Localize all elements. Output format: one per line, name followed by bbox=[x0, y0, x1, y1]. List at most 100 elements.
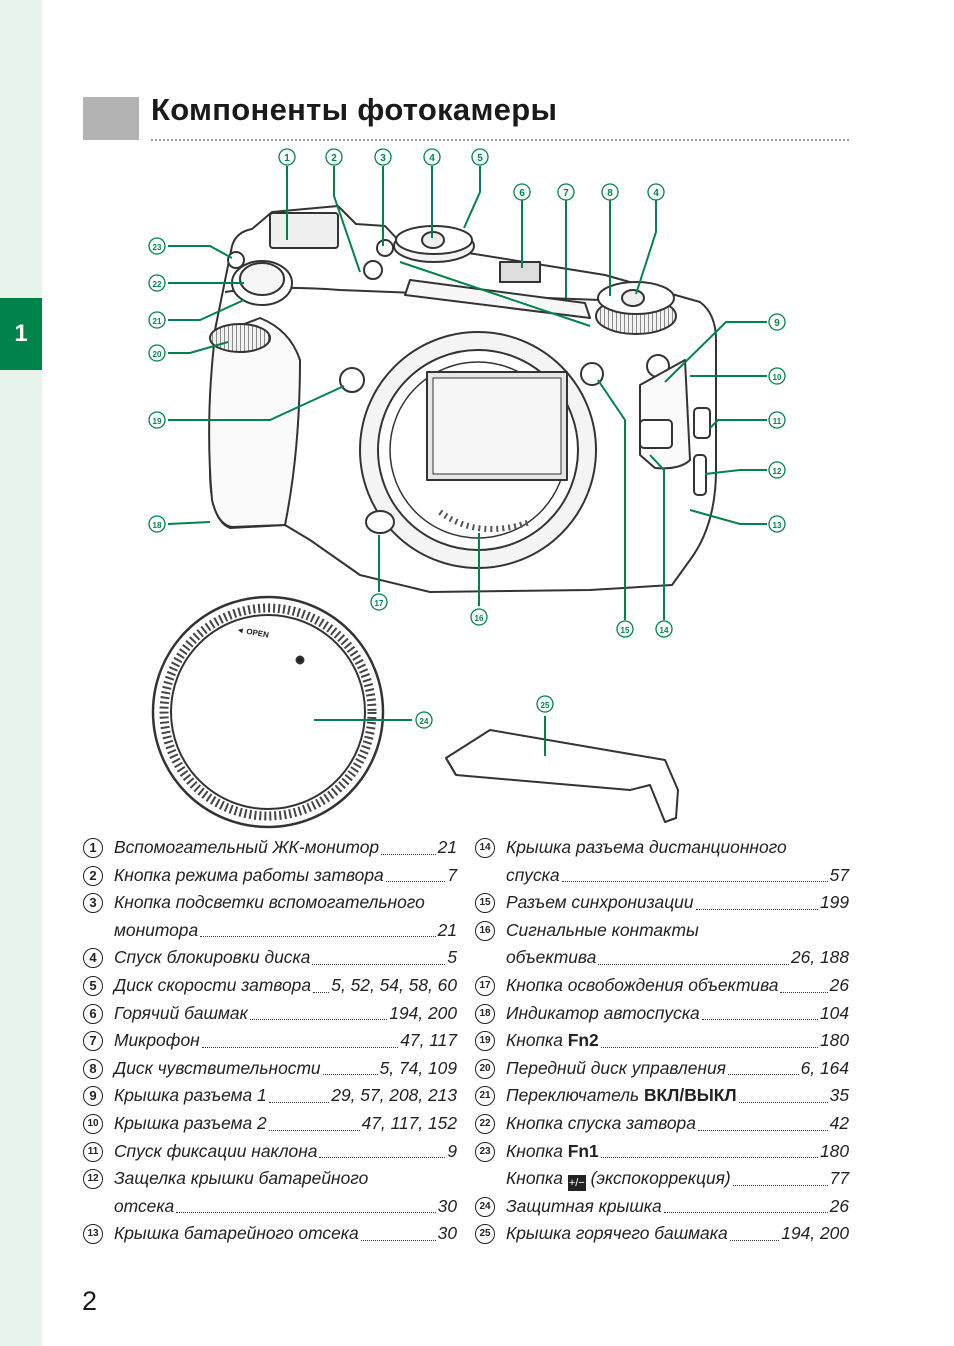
item-number: 13 bbox=[83, 1224, 103, 1245]
item-number: 10 bbox=[83, 1113, 103, 1134]
callout-12: 12 bbox=[768, 461, 786, 479]
svg-text:5: 5 bbox=[477, 153, 483, 164]
callout-8: 8 bbox=[601, 183, 619, 201]
svg-text:4: 4 bbox=[429, 153, 435, 164]
svg-text:24: 24 bbox=[420, 717, 429, 726]
svg-text:19: 19 bbox=[153, 417, 162, 426]
item-number: 22 bbox=[475, 1113, 495, 1134]
callout-14: 14 bbox=[655, 620, 673, 638]
grip bbox=[208, 317, 301, 528]
callout-13: 13 bbox=[768, 515, 786, 533]
item-number: 19 bbox=[475, 1031, 495, 1052]
camera-illustration: ◄ OPEN 1 2 3 4 5 6 7 bbox=[148, 148, 786, 829]
callout-20: 20 bbox=[148, 344, 166, 362]
item-number: 24 bbox=[475, 1196, 495, 1217]
item-number: 3 bbox=[83, 893, 103, 914]
callout-3: 3 bbox=[374, 148, 392, 166]
item-number: 15 bbox=[475, 893, 495, 914]
hot-shoe-cover bbox=[445, 729, 679, 823]
callout-25: 25 bbox=[536, 695, 554, 713]
svg-text:1: 1 bbox=[284, 153, 290, 164]
callout-7: 7 bbox=[557, 183, 575, 201]
item-number: 14 bbox=[475, 838, 495, 858]
svg-text:21: 21 bbox=[153, 317, 162, 326]
callout-16: 16 bbox=[470, 608, 488, 626]
svg-text:11: 11 bbox=[773, 417, 782, 426]
callout-4: 4 bbox=[423, 148, 441, 166]
item-number: 8 bbox=[83, 1058, 103, 1079]
item-number: 17 bbox=[475, 975, 495, 996]
title-divider bbox=[151, 139, 849, 141]
callout-22: 22 bbox=[148, 274, 166, 292]
svg-text:23: 23 bbox=[153, 243, 162, 252]
svg-text:22: 22 bbox=[153, 280, 162, 289]
svg-text:18: 18 bbox=[153, 521, 162, 530]
callout-23: 23 bbox=[148, 237, 166, 255]
sub-monitor bbox=[269, 212, 339, 249]
svg-text:12: 12 bbox=[773, 467, 782, 476]
chapter-tab: 1 bbox=[0, 298, 42, 370]
callout-5: 5 bbox=[471, 148, 489, 166]
hot-shoe bbox=[404, 279, 591, 319]
svg-text:15: 15 bbox=[621, 626, 630, 635]
svg-text:2: 2 bbox=[331, 153, 337, 164]
item-number: 25 bbox=[475, 1224, 495, 1245]
callout-9: 9 bbox=[768, 313, 786, 331]
item-number: 12 bbox=[83, 1169, 103, 1190]
svg-text:8: 8 bbox=[607, 188, 613, 199]
callout-10: 10 bbox=[768, 367, 786, 385]
svg-text:25: 25 bbox=[541, 701, 550, 710]
title-marker bbox=[83, 97, 139, 140]
svg-text:20: 20 bbox=[153, 350, 162, 359]
item-number: 18 bbox=[475, 1003, 495, 1024]
item-number: 16 bbox=[475, 920, 495, 941]
svg-text:7: 7 bbox=[563, 188, 569, 199]
item-number: 2 bbox=[83, 865, 103, 886]
callout-17: 17 bbox=[370, 593, 388, 611]
svg-text:10: 10 bbox=[773, 373, 782, 382]
exposure-compensation-icon: +/− bbox=[567, 1175, 586, 1192]
svg-text:13: 13 bbox=[773, 521, 782, 530]
item-number: 6 bbox=[83, 1003, 103, 1024]
callout-15: 15 bbox=[616, 620, 634, 638]
callout-1: 1 bbox=[278, 148, 296, 166]
page-number: 2 bbox=[82, 1286, 98, 1316]
callout-11: 11 bbox=[768, 411, 786, 429]
svg-text:3: 3 bbox=[380, 153, 386, 164]
list-item-continued: Кнопка +/− (экспокоррекция)77 bbox=[475, 1165, 849, 1193]
svg-text:4: 4 bbox=[653, 188, 659, 199]
item-number: 7 bbox=[83, 1031, 103, 1052]
item-number: 1 bbox=[83, 838, 103, 858]
callouts: 1 2 3 4 5 6 7 8 4 9 10 11 12 13 14 15 16… bbox=[148, 148, 786, 729]
item-number: 11 bbox=[83, 1141, 103, 1162]
item-number: 4 bbox=[83, 948, 103, 969]
side-strip bbox=[0, 0, 42, 1346]
item-number: 23 bbox=[475, 1141, 495, 1162]
svg-text:16: 16 bbox=[475, 614, 484, 623]
